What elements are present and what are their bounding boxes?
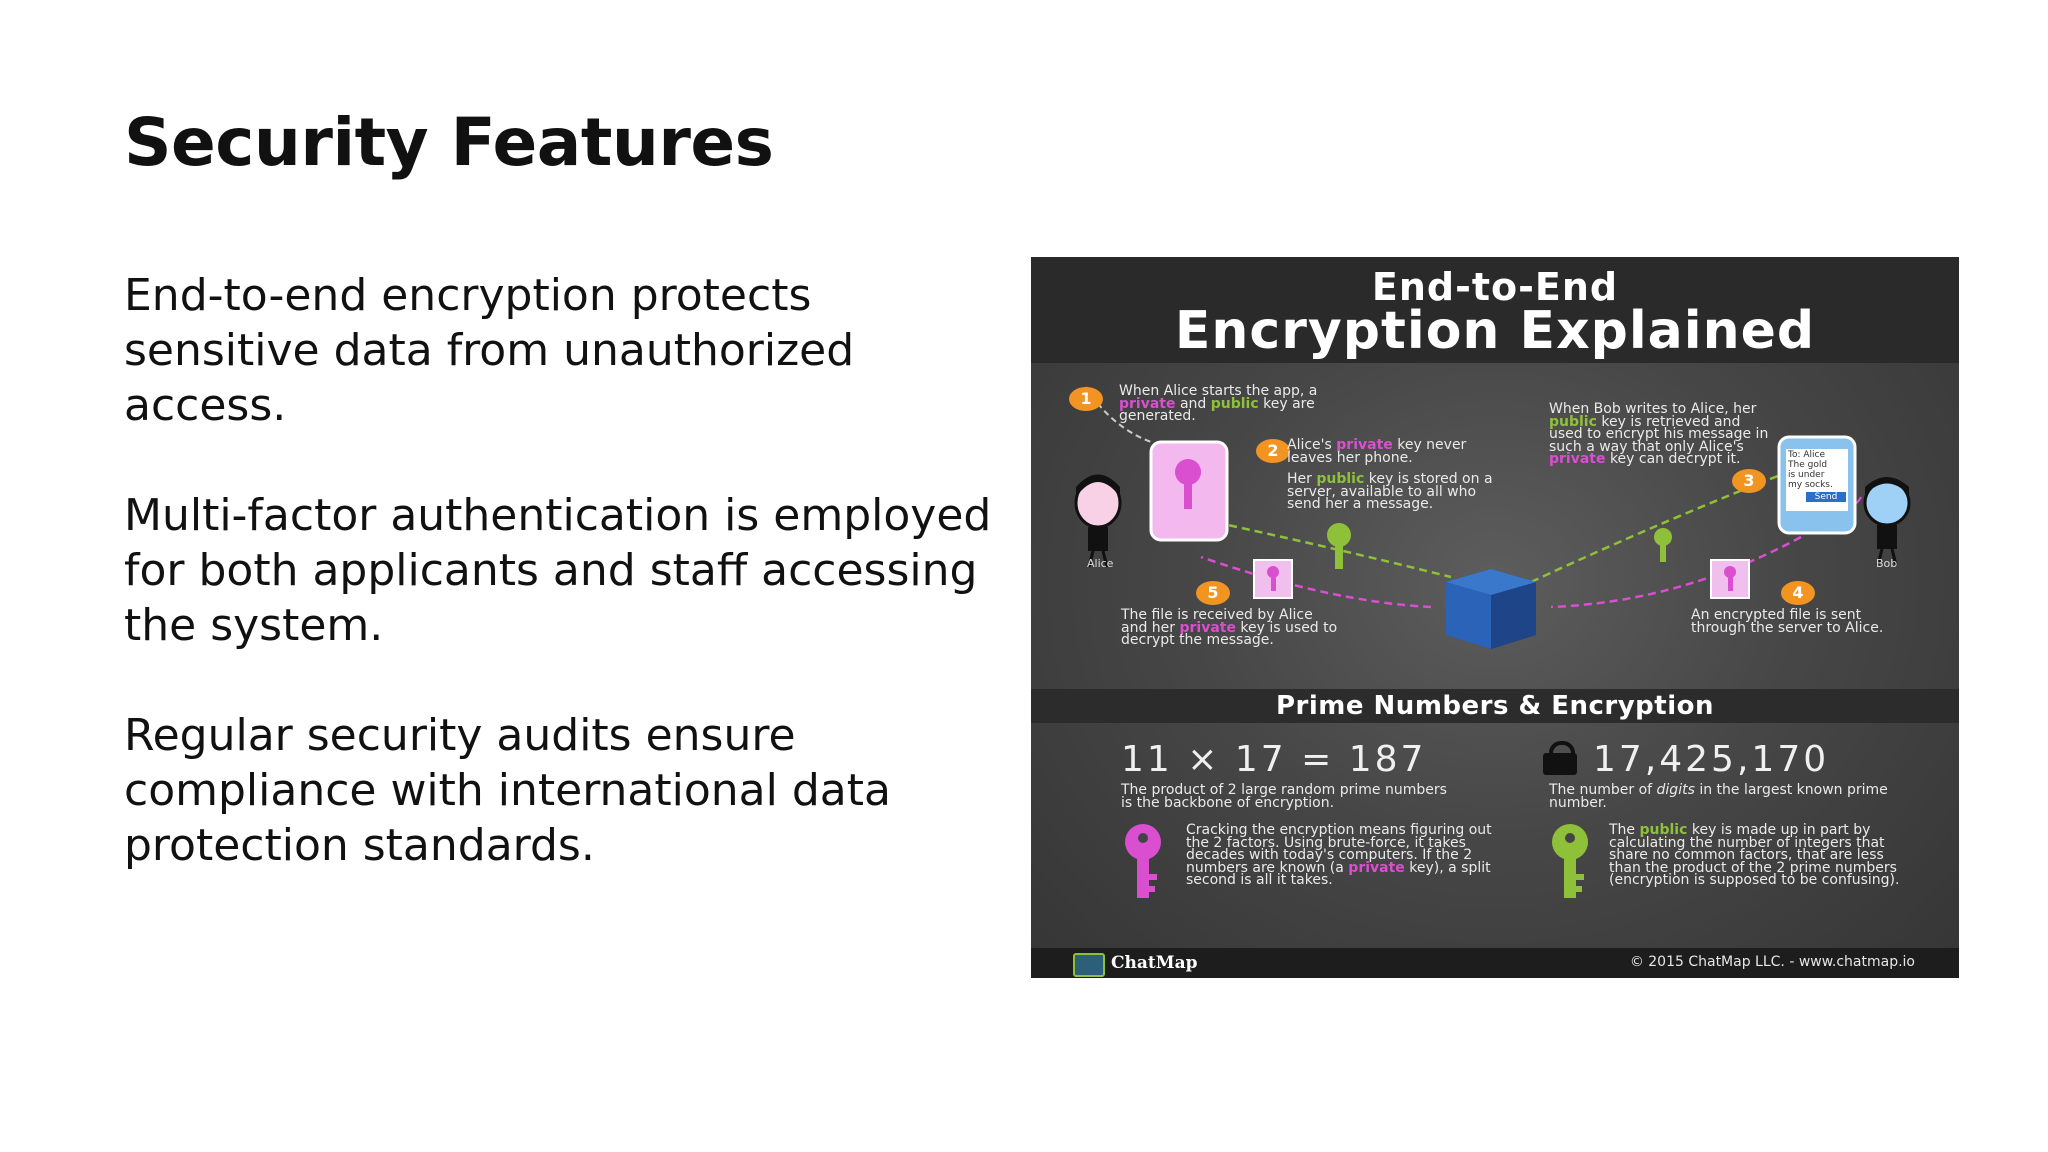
public-key-icon <box>1552 824 1588 898</box>
bullet-audits: Regular security audits ensure complianc… <box>124 710 891 871</box>
slide-title: Security Features <box>124 104 774 181</box>
step-2-text: Alice's private key never leaves her pho… <box>1287 437 1467 466</box>
step-3-text: When Bob writes to Alice, her public key… <box>1549 401 1769 467</box>
chatmap-logo-icon <box>1073 953 1105 977</box>
largest-prime-digits: 17,425,170 <box>1593 739 1830 780</box>
step-2-public-text: Her public key is stored on a server, av… <box>1287 471 1493 512</box>
bob-label: Bob <box>1876 557 1898 570</box>
step-4-badge: 4 <box>1781 581 1815 605</box>
encryption-infographic: End-to-End Encryption Explained <box>1031 257 1959 978</box>
cracking-text: Cracking the encryption means figuring o… <box>1186 822 1492 888</box>
infographic-title-line1: End-to-End <box>1371 265 1619 309</box>
chatmap-brand: ChatMap <box>1111 953 1198 973</box>
digits-text: The number of digits in the largest know… <box>1549 782 1888 811</box>
bullet-mfa: Multi-factor authentication is employed … <box>124 490 992 651</box>
infographic-title-line2: Encryption Explained <box>1174 301 1816 361</box>
bullet-list: End-to-end encryption protects sensitive… <box>124 268 1004 928</box>
prime-equation: 11 × 17 = 187 <box>1121 739 1427 780</box>
step-5-text: The file is received by Alice and her pr… <box>1121 607 1338 648</box>
step-2-badge: 2 <box>1256 439 1290 463</box>
send-button: Send <box>1806 492 1846 502</box>
bullet-encryption: End-to-end encryption protects sensitive… <box>124 270 855 431</box>
copyright-text: © 2015 ChatMap LLC. - www.chatmap.io <box>1629 954 1915 970</box>
step-5-badge: 5 <box>1196 581 1230 605</box>
infographic-header: End-to-End Encryption Explained <box>1031 257 1959 363</box>
step-1-badge: 1 <box>1069 387 1103 411</box>
step-1-text: When Alice starts the app, a private and… <box>1119 383 1318 424</box>
step-4-text: An encrypted file is sent through the se… <box>1691 607 1884 636</box>
alice-label: Alice <box>1087 557 1114 570</box>
prime-numbers-section-title: Prime Numbers & Encryption <box>1031 689 1959 723</box>
public-key-text: The public key is made up in part by cal… <box>1609 822 1900 888</box>
encryption-diagram <box>1074 386 1911 649</box>
infographic-footer: ChatMap © 2015 ChatMap LLC. - www.chatma… <box>1031 948 1959 978</box>
bob-message-bubble: To: Alice The gold is under my socks. Se… <box>1788 450 1846 502</box>
step-3-badge: 3 <box>1732 469 1766 493</box>
private-key-icon <box>1125 824 1161 898</box>
product-text: The product of 2 large random prime numb… <box>1121 782 1447 811</box>
lock-shackle <box>1549 741 1575 761</box>
